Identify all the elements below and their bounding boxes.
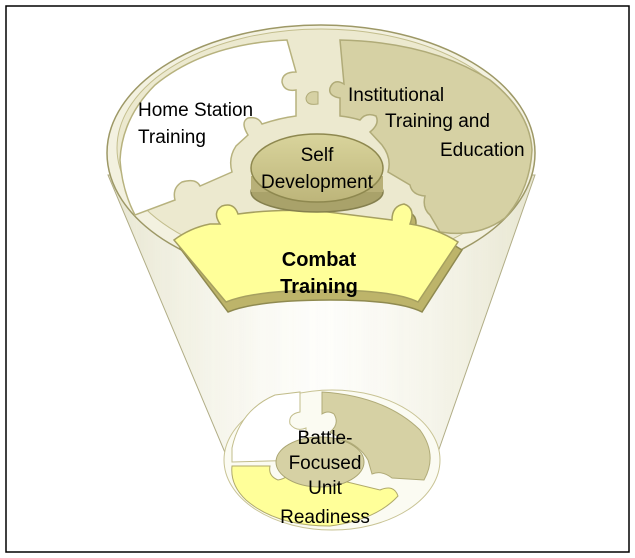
institutional-label-line-3: Education xyxy=(440,140,525,161)
readiness-white-piece xyxy=(231,391,307,463)
institutional-piece xyxy=(328,39,533,235)
readiness-center xyxy=(275,436,365,488)
readiness-tan-piece xyxy=(321,391,431,481)
self-development-label-line-1: Self xyxy=(301,145,334,166)
combat-training-piece xyxy=(172,203,460,303)
home-station-piece xyxy=(119,39,297,216)
institutional-tab xyxy=(305,91,319,105)
home-station-label-line-2: Training xyxy=(138,127,206,148)
readiness-yellow-piece xyxy=(231,465,399,527)
combat-label-line-2: Training xyxy=(280,276,358,298)
readiness-label-line-1: Battle- xyxy=(298,428,353,449)
self-development-label-line-2: Development xyxy=(261,172,374,193)
home-station-label-line-1: Home Station xyxy=(138,100,253,121)
institutional-label-line-2: Training and xyxy=(385,111,490,132)
readiness-label-line-3: Unit xyxy=(308,478,343,499)
combat-label-line-1: Combat xyxy=(282,249,357,271)
readiness-label-line-4: Readiness xyxy=(280,507,370,528)
self-development-disc xyxy=(250,133,384,203)
institutional-label-line-1: Institutional xyxy=(348,85,444,106)
readiness-label-line-2: Focused xyxy=(289,453,362,474)
